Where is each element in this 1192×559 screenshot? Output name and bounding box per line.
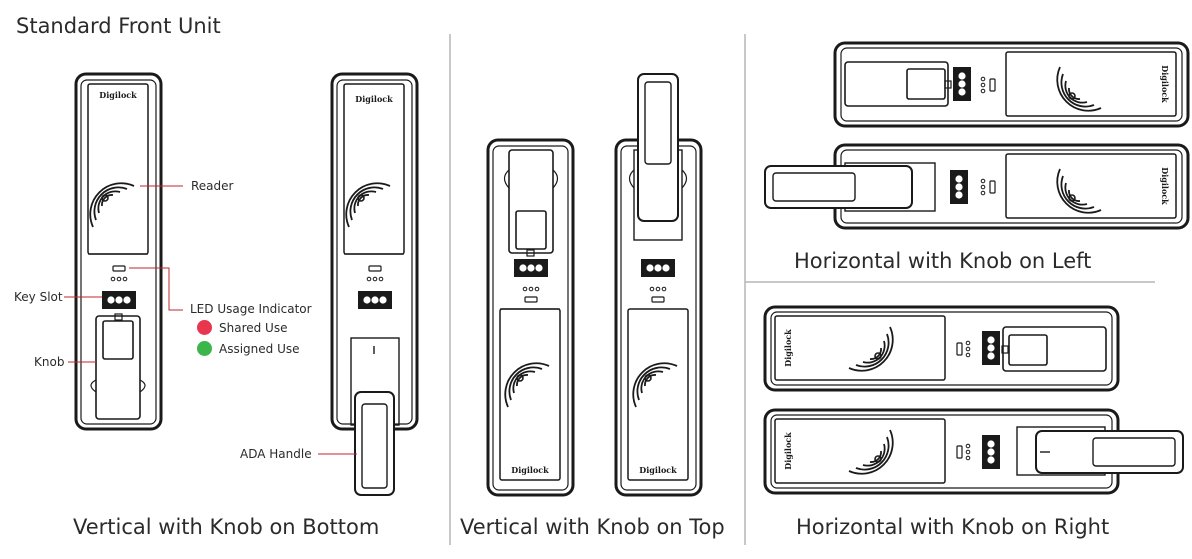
callout-leaders: [64, 185, 357, 455]
brand-label: Digilock: [783, 329, 793, 367]
legend-assigned-use: Assigned Use: [219, 342, 300, 356]
unit-horizontal-knob-left-b: [764, 143, 1190, 230]
unit-vertical-knob-top-a: [486, 138, 575, 497]
brand-label: Digilock: [99, 90, 137, 100]
brand-label: Digilock: [1160, 65, 1170, 103]
caption-vertical-knob-bottom: Vertical with Knob on Bottom: [73, 515, 380, 539]
unit-horizontal-knob-right-a: [763, 305, 1120, 392]
brand-label: Digilock: [639, 465, 677, 475]
callout-knob: Knob: [34, 355, 65, 369]
legend-shared-use: Shared Use: [219, 321, 288, 335]
unit-vertical-knob-top-b: [614, 73, 703, 497]
brand-label: Digilock: [783, 432, 793, 470]
callout-led-indicator: LED Usage Indicator: [190, 302, 312, 316]
unit-vertical-knob-bottom: [74, 72, 163, 431]
brand-label: Digilock: [355, 94, 393, 104]
callout-ada-handle: ADA Handle: [240, 447, 312, 461]
callout-key-slot: Key Slot: [14, 290, 63, 304]
assigned-use-dot: [197, 341, 212, 356]
unit-horizontal-knob-left-a: [833, 41, 1190, 128]
unit-horizontal-knob-right-b: [763, 408, 1184, 495]
callout-reader: Reader: [191, 179, 234, 193]
brand-labels: Digilock Digilock Digilock Digilock Digi…: [99, 65, 1170, 475]
brand-label: Digilock: [511, 465, 549, 475]
caption-vertical-knob-top: Vertical with Knob on Top: [460, 515, 725, 539]
unit-vertical-ada-handle: [330, 72, 419, 496]
shared-use-dot: [197, 320, 212, 335]
section-dividers: [449, 34, 1155, 545]
caption-horizontal-knob-right: Horizontal with Knob on Right: [796, 515, 1110, 539]
caption-horizontal-knob-left: Horizontal with Knob on Left: [794, 249, 1092, 273]
page-title: Standard Front Unit: [16, 14, 221, 38]
brand-label: Digilock: [1160, 167, 1170, 205]
